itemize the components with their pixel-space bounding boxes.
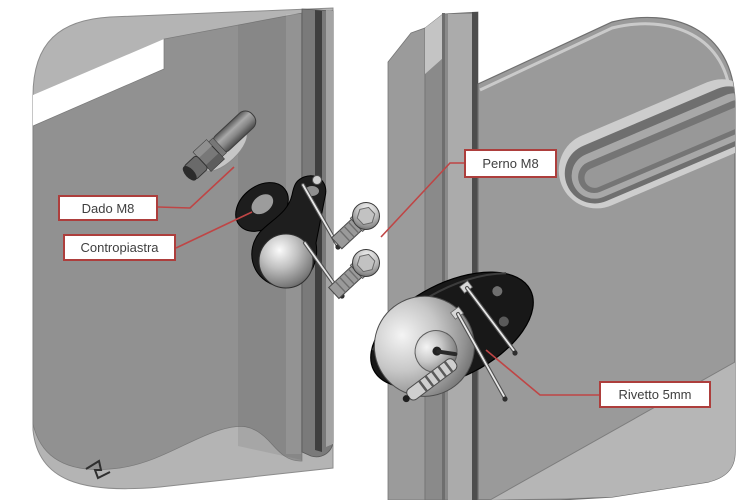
part-label-rivetto: Rivetto 5mm — [599, 381, 711, 408]
right-liner-groove — [472, 12, 478, 500]
leader-line-perno — [380, 162, 464, 238]
part-label-contropiastra: Contropiastra — [63, 234, 176, 261]
left-door-bottom-bracket — [85, 459, 111, 480]
dado-m8-assembly — [182, 110, 257, 181]
right-skin-top-rim-highlight — [479, 22, 733, 105]
leader-line-contropiastra — [175, 211, 253, 249]
leader-line-dado — [157, 166, 235, 209]
nut-facet-dark — [205, 153, 225, 172]
perno-m8-bolt-2 — [327, 249, 380, 300]
right-liner-line — [442, 13, 445, 500]
right-liner-highlight-band — [448, 14, 472, 500]
ribbed-rivet — [402, 358, 458, 403]
perno-m8-bolt-1 — [330, 202, 380, 250]
part-label-dado: Dado M8 — [58, 195, 158, 221]
rivetto-pins — [450, 280, 518, 402]
right-fold-chamfer-highlight — [425, 14, 443, 74]
rivet-tip — [512, 350, 518, 356]
left-door-white-band — [33, 39, 164, 126]
part-label-perno: Perno M8 — [464, 149, 557, 178]
right-door-outer-fold — [387, 27, 426, 500]
handle-recess — [558, 79, 735, 209]
lock-plate-hole — [492, 286, 503, 297]
bolt-hex — [356, 206, 376, 226]
plate-pin-head — [312, 175, 322, 185]
washer-hole — [251, 194, 274, 215]
bolt-hex — [356, 253, 376, 273]
nut-facet-light — [193, 139, 212, 159]
stud-end-face — [182, 166, 197, 181]
right-door-panel — [387, 11, 736, 500]
ribbed-rivet-tip — [402, 395, 410, 403]
leader-lines — [157, 162, 599, 396]
leader-line-rivetto — [485, 349, 599, 396]
plate-ball — [258, 233, 314, 289]
lock-plate-hole — [498, 316, 509, 327]
contropiastra-plate — [251, 175, 327, 289]
keyhole-slot — [436, 349, 458, 357]
rivet-tip — [502, 396, 508, 402]
